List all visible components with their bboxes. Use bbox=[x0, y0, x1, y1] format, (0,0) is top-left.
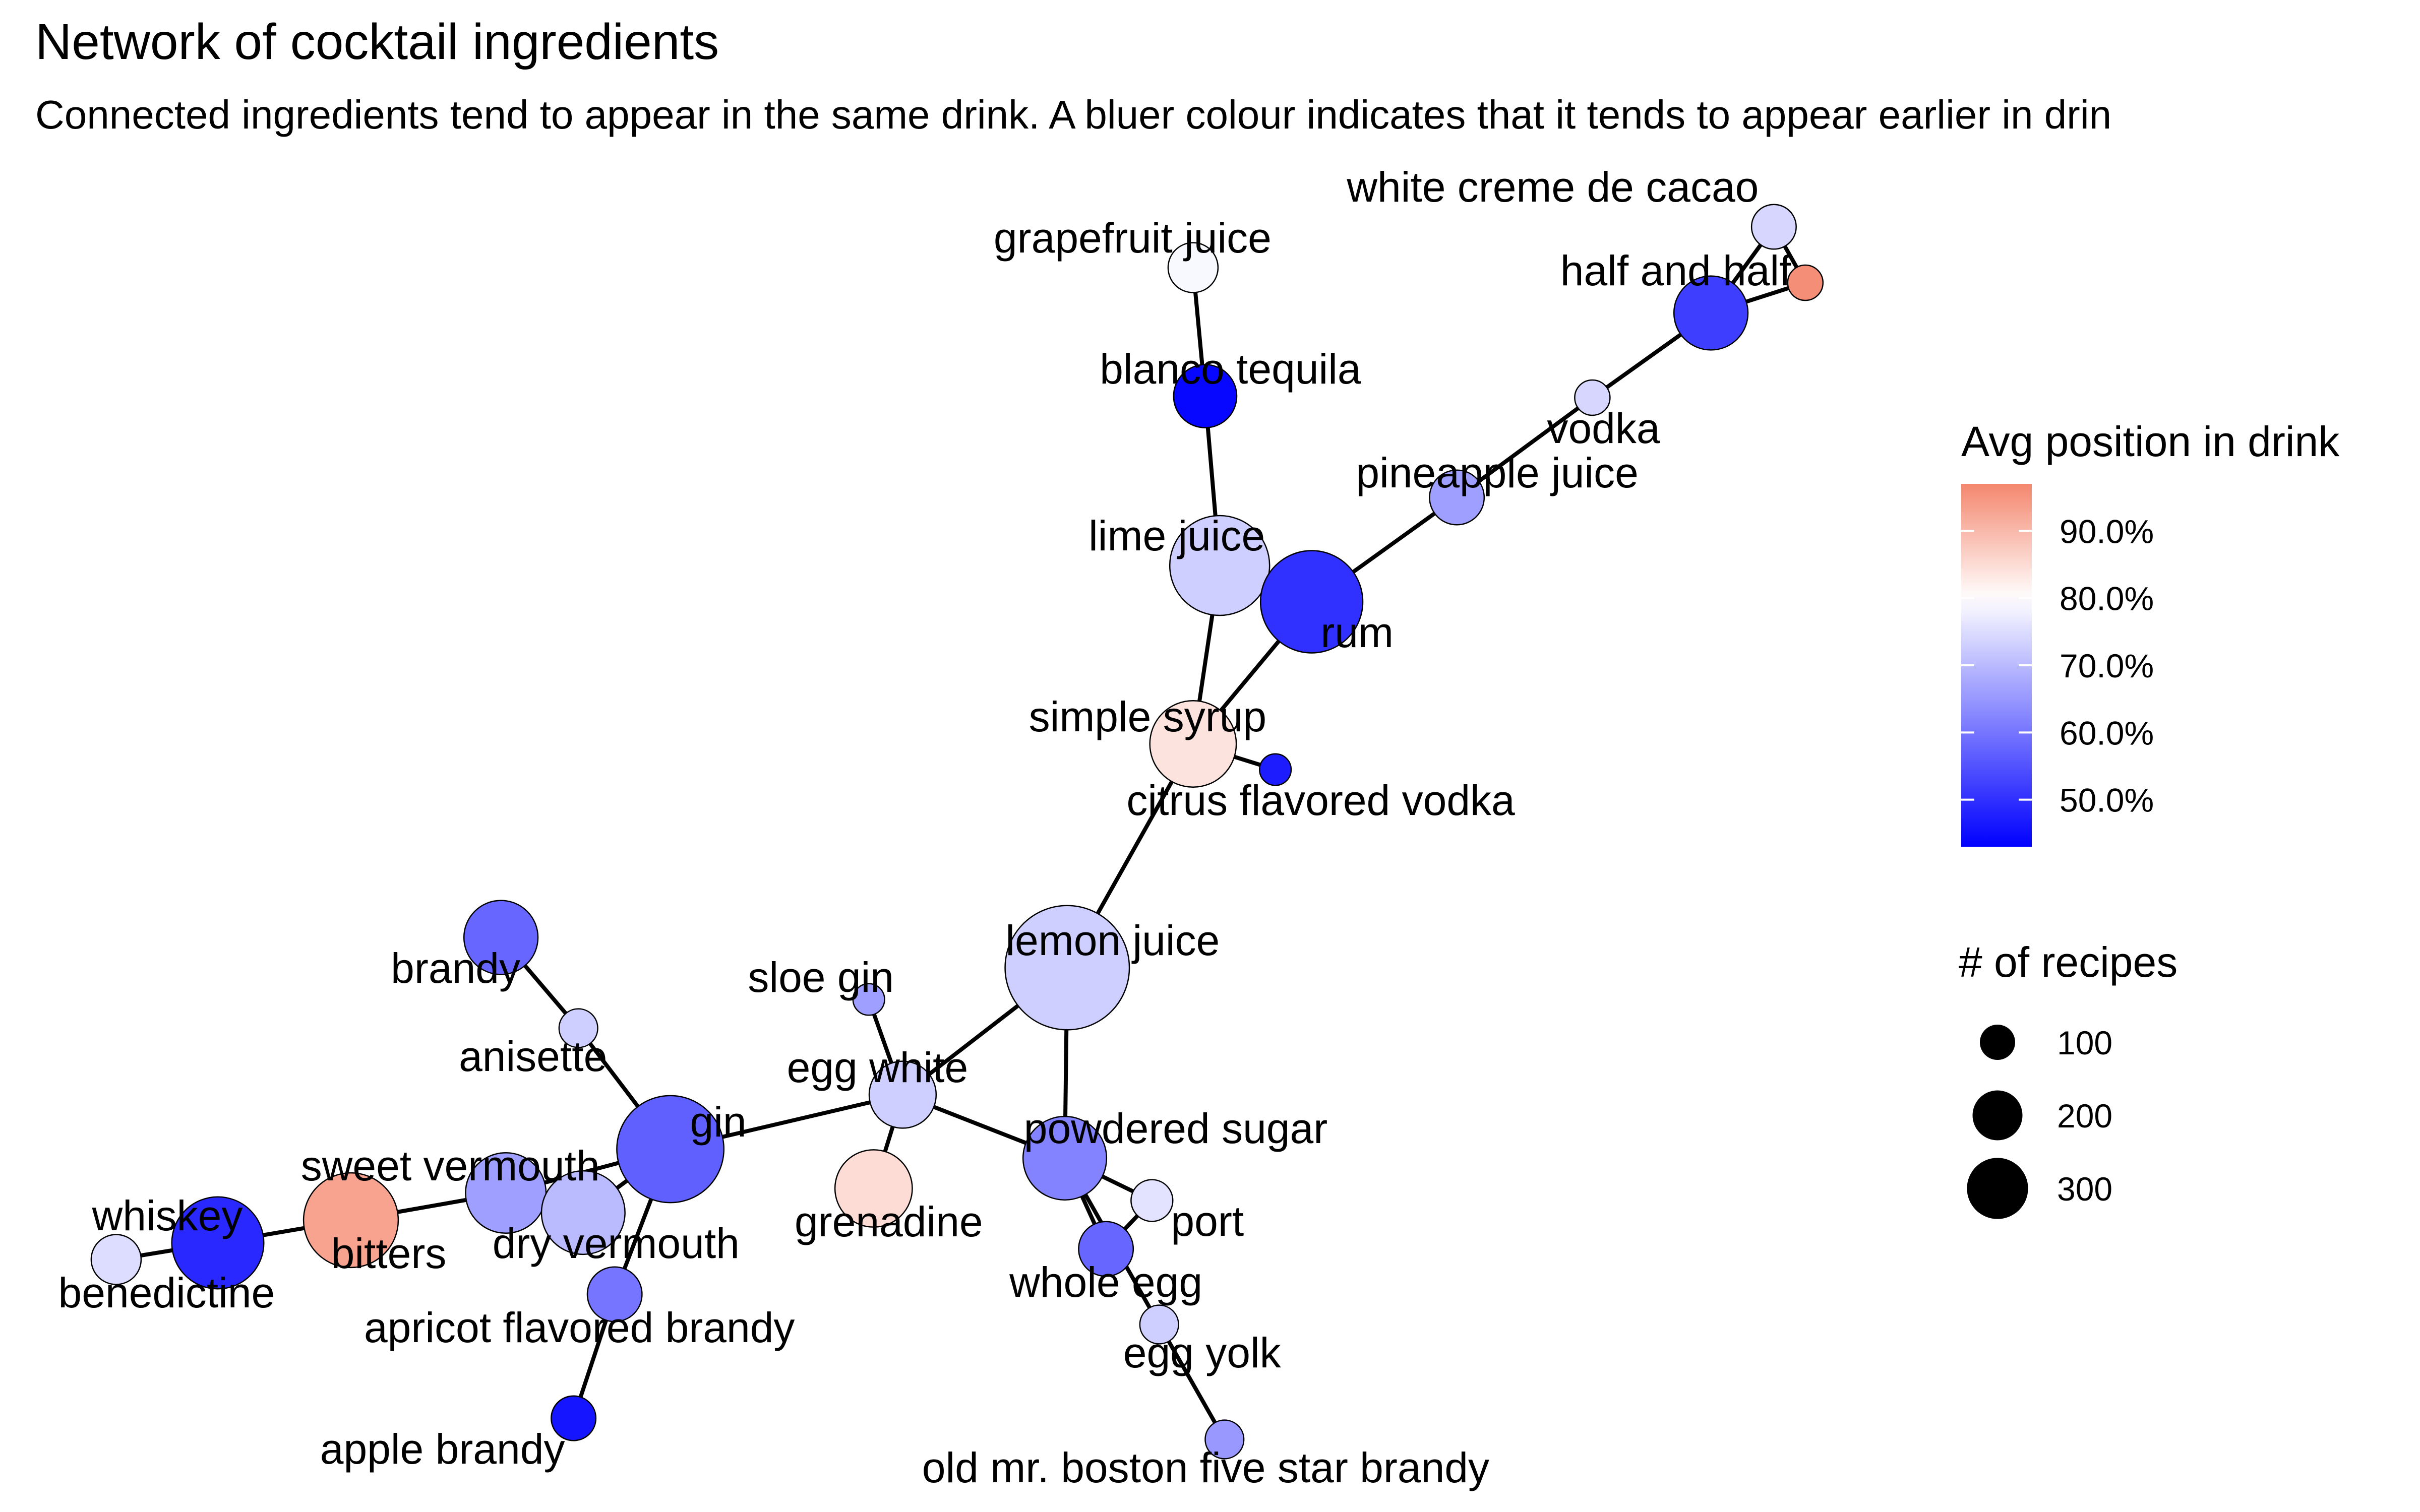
chart-title: Network of cocktail ingredients bbox=[35, 14, 719, 70]
edge bbox=[1157, 1322, 1227, 1441]
node-pineapple-juice bbox=[1429, 469, 1485, 526]
node-anisette bbox=[558, 1008, 598, 1048]
node-label: lemon juice bbox=[1005, 917, 1220, 964]
node-label: whiskey bbox=[92, 1192, 243, 1239]
size-legend-title: # of recipes bbox=[1959, 938, 2177, 986]
node-label: pineapple juice bbox=[1356, 449, 1638, 496]
edge bbox=[1455, 396, 1595, 499]
color-legend-label: 50.0% bbox=[2060, 782, 2154, 819]
node-old-mr-boston-five-star-brandy bbox=[1204, 1419, 1245, 1460]
node-egg-yolk bbox=[1139, 1304, 1179, 1345]
chart-subtitle: Connected ingredients tend to appear in … bbox=[35, 92, 2112, 137]
node-label: whole egg bbox=[1009, 1258, 1202, 1306]
node-label: egg yolk bbox=[1123, 1329, 1282, 1376]
node-label: apricot flavored brandy bbox=[364, 1304, 795, 1351]
node-label: dry vermouth bbox=[493, 1220, 740, 1267]
node-label: powdered sugar bbox=[1024, 1105, 1327, 1152]
size-legend-key bbox=[1972, 1090, 2023, 1141]
node-label: port bbox=[1171, 1198, 1244, 1245]
node-grenadine bbox=[834, 1149, 913, 1228]
node-unlabeled bbox=[1787, 264, 1824, 301]
color-legend-label: 80.0% bbox=[2060, 580, 2154, 617]
node-label: sloe gin bbox=[748, 954, 894, 1001]
node-label: brandy bbox=[391, 944, 520, 992]
node-label: rum bbox=[1320, 609, 1394, 656]
node-gin bbox=[616, 1095, 725, 1204]
node-label: apple brandy bbox=[320, 1425, 565, 1473]
node-label: grapefruit juice bbox=[994, 214, 1272, 262]
node-bitters bbox=[302, 1172, 399, 1269]
node-label: white creme de cacao bbox=[1346, 163, 1759, 211]
color-legend-label: 70.0% bbox=[2060, 647, 2154, 684]
node-powdered-sugar bbox=[1022, 1115, 1108, 1201]
node-sloe-gin bbox=[852, 983, 885, 1016]
node-dry-vermouth bbox=[540, 1170, 626, 1255]
size-legend-label: 200 bbox=[2057, 1097, 2112, 1135]
node-port bbox=[1130, 1179, 1174, 1222]
node-label: half and half bbox=[1560, 247, 1791, 294]
node-citrus-flavored-vodka bbox=[1259, 753, 1292, 786]
color-legend-label: 90.0% bbox=[2060, 513, 2154, 550]
node-benedictine bbox=[90, 1234, 142, 1285]
size-legend-label: 100 bbox=[2057, 1024, 2112, 1061]
size-legend-key bbox=[1980, 1025, 2015, 1060]
node-half-and-half bbox=[1673, 275, 1749, 351]
color-legend-title: Avg position in drink bbox=[1961, 418, 2340, 465]
node-label: lime juice bbox=[1088, 512, 1265, 559]
color-legend-label: 60.0% bbox=[2060, 714, 2154, 751]
legend: Avg position in drink 90.0% 80.0% 70.0% 60.0… bbox=[1959, 418, 2340, 1219]
node-label: blanco tequila bbox=[1100, 345, 1361, 393]
node-apple-brandy bbox=[551, 1395, 597, 1441]
node-brandy bbox=[463, 900, 539, 975]
node-label: simple syrup bbox=[1029, 693, 1266, 740]
nodes-layer bbox=[90, 204, 1824, 1460]
node-lime-juice bbox=[1169, 515, 1270, 616]
node-label: egg white bbox=[787, 1044, 969, 1091]
node-white-creme-de-cacao bbox=[1750, 204, 1797, 250]
node-label: sweet vermouth bbox=[301, 1142, 600, 1189]
node-label: benedictine bbox=[58, 1269, 275, 1316]
node-whole-egg bbox=[1078, 1221, 1134, 1277]
size-legend-label: 300 bbox=[2057, 1170, 2112, 1208]
node-simple-syrup bbox=[1149, 700, 1237, 788]
node-label: bitters bbox=[331, 1230, 447, 1277]
node-rum bbox=[1259, 550, 1364, 654]
node-egg-white bbox=[868, 1060, 937, 1129]
node-label: gin bbox=[690, 1098, 747, 1146]
node-label: citrus flavored vodka bbox=[1126, 777, 1515, 824]
node-blanco-tequila bbox=[1173, 364, 1238, 428]
node-whiskey bbox=[171, 1196, 265, 1290]
node-grapefruit-juice bbox=[1167, 242, 1219, 293]
node-vodka bbox=[1574, 379, 1611, 416]
node-label: old mr. boston five star brandy bbox=[922, 1444, 1489, 1491]
size-legend-key bbox=[1967, 1158, 2028, 1219]
node-label: grenadine bbox=[795, 1198, 983, 1245]
node-apricot-flavored-brandy bbox=[586, 1266, 643, 1322]
node-label: vodka bbox=[1547, 405, 1660, 452]
node-lemon-juice bbox=[1004, 905, 1130, 1031]
node-label: anisette bbox=[459, 1033, 607, 1080]
labels-layer: white creme de cacao half and half vodka gr… bbox=[58, 163, 1792, 1491]
